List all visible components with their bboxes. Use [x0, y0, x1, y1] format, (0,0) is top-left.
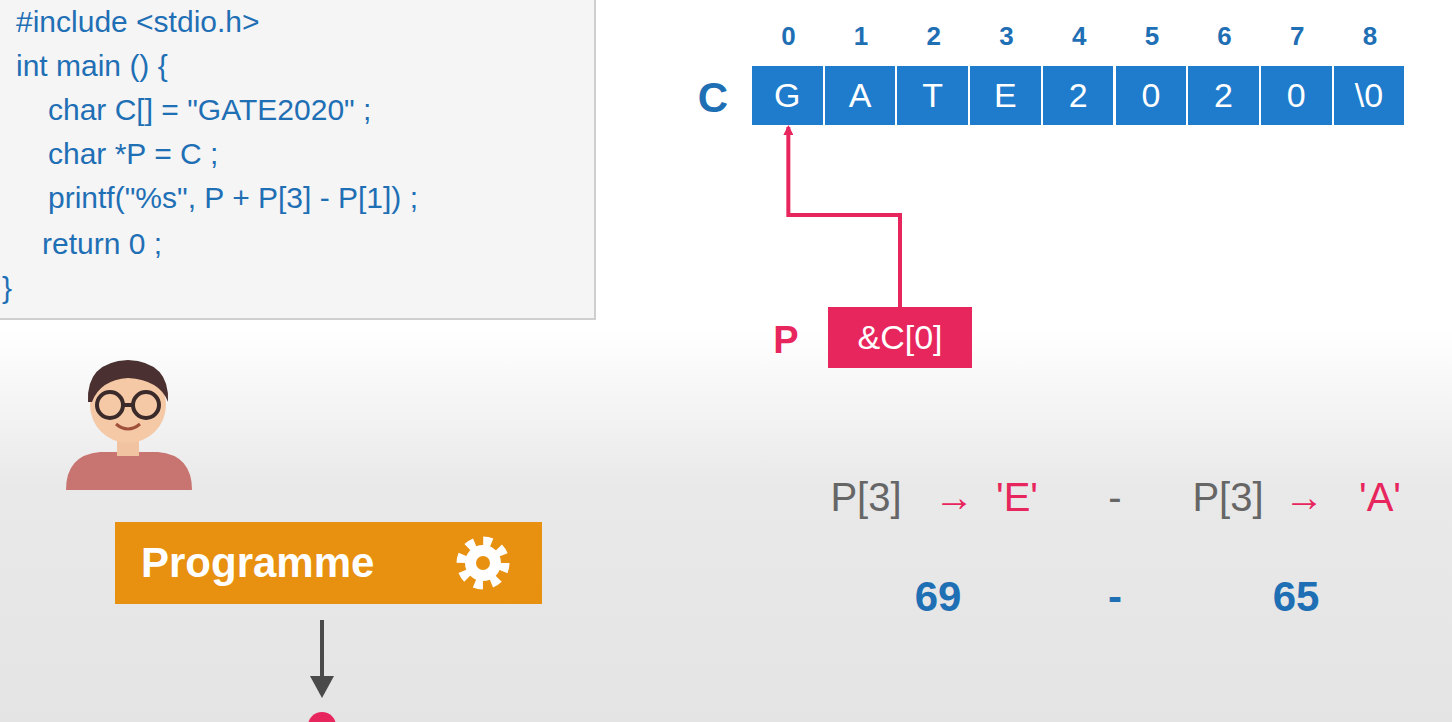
array-name: C — [698, 74, 728, 122]
box-text: A — [849, 76, 872, 115]
index-number: 6 — [1217, 21, 1231, 52]
arrow-symbol: → — [1284, 475, 1324, 520]
index-number: 5 — [1145, 21, 1159, 52]
ascii-value: 69 — [915, 573, 962, 621]
programme-box: Programme — [115, 522, 542, 604]
code-line: return 0 ; — [42, 226, 162, 262]
box-text: \0 — [1355, 76, 1383, 115]
box-text: 2 — [1069, 76, 1088, 115]
box-text: T — [922, 76, 943, 115]
index-number: 7 — [1290, 21, 1304, 52]
box-text: 0 — [1141, 76, 1160, 115]
index-number: 3 — [999, 21, 1013, 52]
array-cell: A — [825, 66, 898, 125]
array-cell: \0 — [1334, 66, 1407, 125]
expression: P[3] — [1192, 475, 1263, 520]
box-text: 0 — [1287, 76, 1306, 115]
code-line: int main () { — [16, 48, 168, 84]
code-panel: #include <stdio.h> int main () { char C[] … — [0, 0, 596, 320]
flow-arrow — [308, 620, 336, 722]
index-number: 8 — [1363, 21, 1377, 52]
expression: P[3] — [830, 475, 901, 520]
array-cell: E — [970, 66, 1043, 125]
code-line: char *P = C ; — [48, 136, 218, 172]
person-icon — [66, 360, 192, 490]
array-cell: 2 — [1188, 66, 1261, 125]
array-cell: T — [897, 66, 970, 125]
minus-sign: - — [1108, 475, 1121, 520]
index-number: 2 — [927, 21, 941, 52]
pointer-name: P — [773, 319, 798, 362]
box-text: Programme — [141, 539, 374, 587]
array-cell: 0 — [1116, 66, 1189, 125]
char-value: 'E' — [996, 475, 1038, 520]
index-number: 4 — [1072, 21, 1086, 52]
arrow-symbol: → — [934, 475, 974, 520]
array-cell: 2 — [1043, 66, 1116, 125]
array-cell: G — [752, 66, 825, 125]
pointer-arrow — [788, 127, 900, 307]
code-line: char C[] = "GATE2020" ; — [48, 92, 371, 128]
code-line: #include <stdio.h> — [16, 4, 260, 40]
box-text: E — [994, 76, 1017, 115]
index-number: 1 — [854, 21, 868, 52]
box-text: G — [774, 76, 800, 115]
box-text: &C[0] — [857, 318, 942, 357]
code-line: printf("%s", P + P[3] - P[1]) ; — [48, 180, 418, 216]
pointer-box: &C[0] — [828, 307, 972, 368]
box-text: 2 — [1214, 76, 1233, 115]
ascii-value: 65 — [1273, 573, 1320, 621]
char-value: 'A' — [1359, 475, 1401, 520]
index-number: 0 — [781, 21, 795, 52]
code-line: } — [2, 270, 12, 306]
minus-sign: - — [1108, 573, 1122, 621]
array-cell: 0 — [1261, 66, 1334, 125]
